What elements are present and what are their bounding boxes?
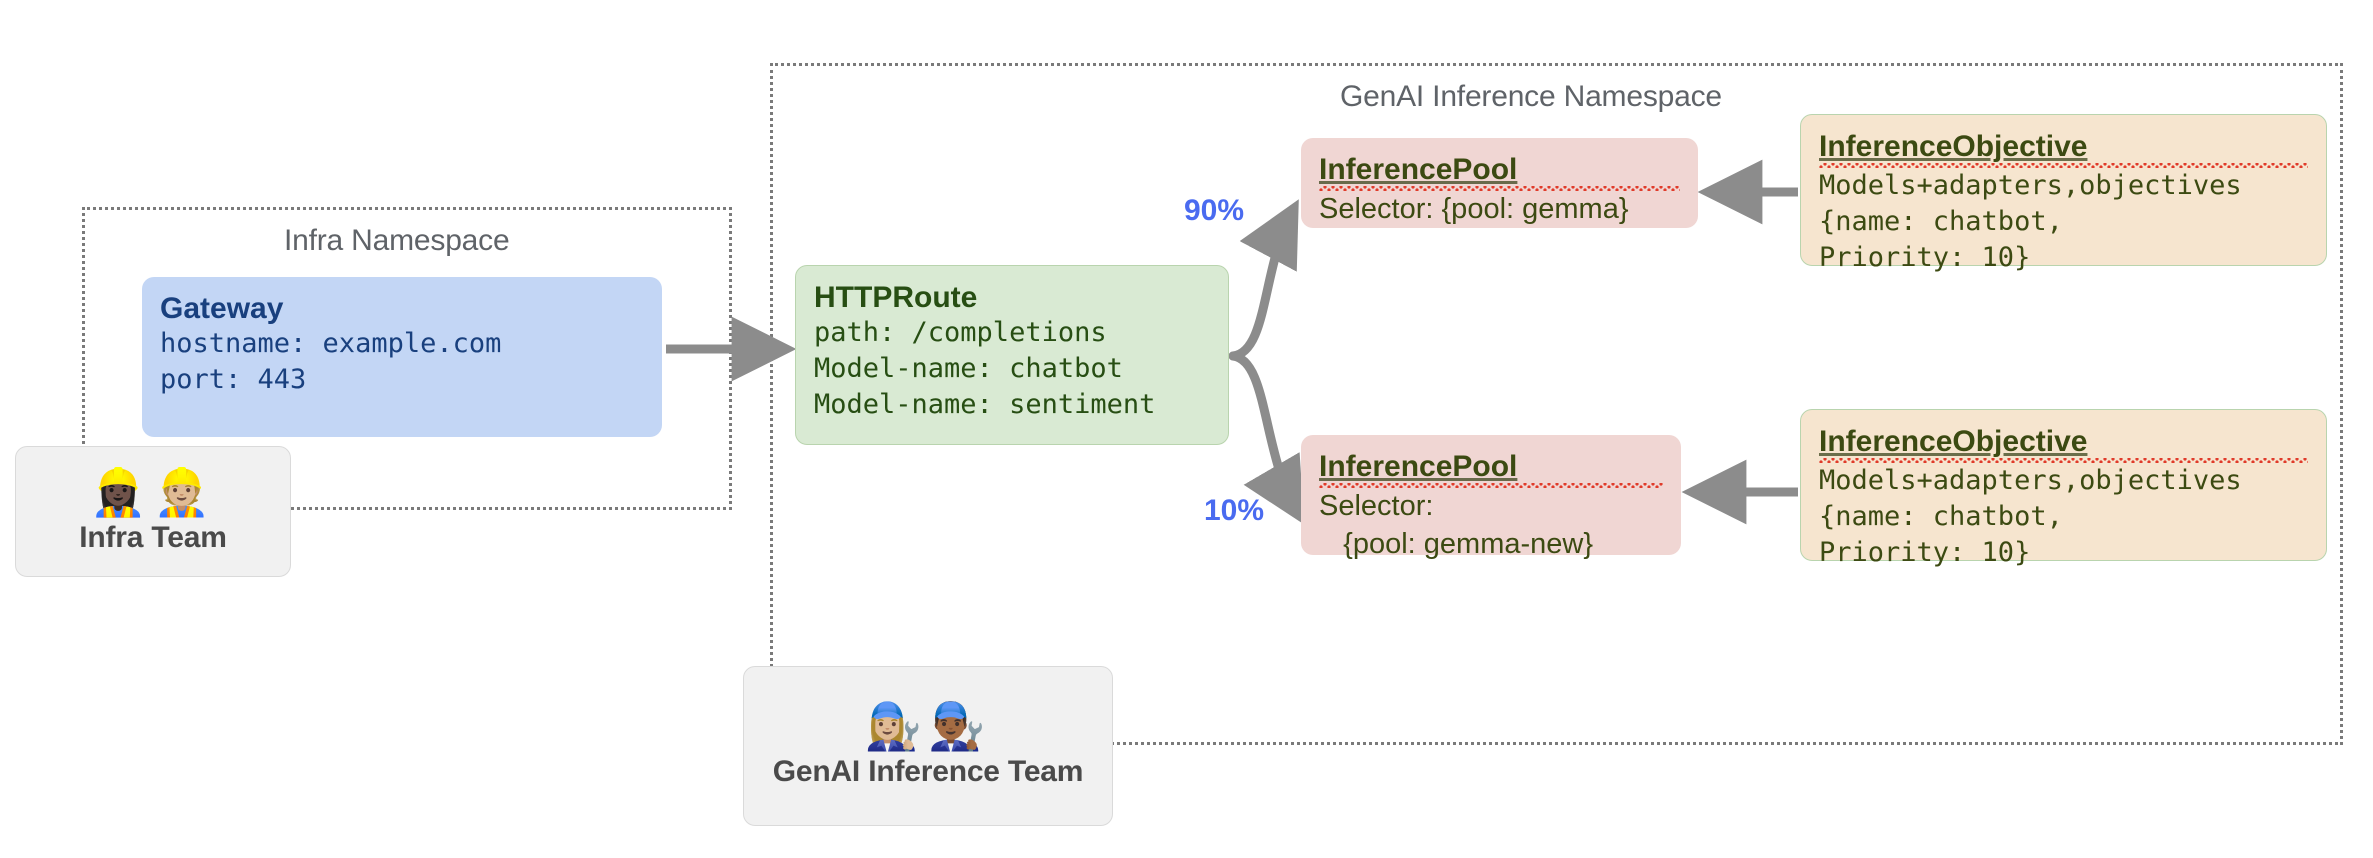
node-gateway[interactable]: Gateway hostname: example.com port: 443 bbox=[142, 277, 662, 437]
node-httproute-line-1: Model-name: chatbot bbox=[814, 353, 1123, 385]
node-httproute[interactable]: HTTPRoute path: /completions Model-name:… bbox=[795, 265, 1229, 445]
node-httproute-title: HTTPRoute bbox=[814, 281, 978, 314]
team-card-genai-label: GenAI Inference Team bbox=[772, 755, 1084, 788]
node-inferenceobjective-2-line-1: {name: chatbot, bbox=[1819, 501, 2063, 533]
team-card-infra-label: Infra Team bbox=[79, 520, 227, 554]
traffic-split-label-90: 90% bbox=[1184, 194, 1245, 227]
node-inferenceobjective-1-line-2: Priority: 10} bbox=[1819, 241, 2031, 273]
node-inferenceobjective-2-title: InferenceObjective bbox=[1819, 425, 2088, 458]
node-inferencepool-gemma-new-title: InferencePool bbox=[1319, 450, 1518, 483]
node-inferencepool-gemma-new-line-0: Selector: bbox=[1319, 490, 1434, 523]
spellcheck-underline-icon bbox=[1319, 186, 1680, 192]
mechanic-icon: 👩🏼‍🔧👨🏾‍🔧 bbox=[864, 700, 992, 752]
team-card-genai[interactable]: 👩🏼‍🔧👨🏾‍🔧 GenAI Inference Team bbox=[743, 666, 1113, 826]
spellcheck-underline-icon bbox=[1319, 483, 1663, 489]
node-inferenceobjective-1[interactable]: InferenceObjective Models+adapters,objec… bbox=[1800, 114, 2327, 273]
node-inferenceobjective-2-line-0: Models+adapters,objectives bbox=[1819, 465, 2242, 497]
node-inferencepool-gemma[interactable]: InferencePool Selector: {pool: gemma} bbox=[1301, 138, 1698, 228]
node-inferencepool-gemma-line-0: Selector: {pool: gemma} bbox=[1319, 193, 1629, 226]
spellcheck-underline-icon bbox=[1819, 163, 2308, 169]
node-inferenceobjective-1-title: InferenceObjective bbox=[1819, 130, 2088, 163]
node-gateway-line-0: hostname: example.com bbox=[160, 328, 502, 360]
construction-worker-icon: 👷🏿‍♀️👷🏼 bbox=[89, 465, 217, 518]
node-inferenceobjective-1-line-1: {name: chatbot, bbox=[1819, 206, 2063, 238]
traffic-split-label-10: 10% bbox=[1204, 494, 1265, 527]
node-inferenceobjective-1-line-0: Models+adapters,objectives bbox=[1819, 170, 2242, 202]
node-gateway-title: Gateway bbox=[160, 292, 284, 325]
spellcheck-underline-icon bbox=[1819, 458, 2308, 464]
node-inferenceobjective-2-line-2: Priority: 10} bbox=[1819, 536, 2031, 568]
node-inferencepool-gemma-new[interactable]: InferencePool Selector: {pool: gemma-new… bbox=[1301, 435, 1681, 560]
node-httproute-line-2: Model-name: sentiment bbox=[814, 388, 1156, 420]
namespace-label-genai: GenAI Inference Namespace bbox=[1340, 80, 1722, 113]
node-gateway-line-1: port: 443 bbox=[160, 364, 307, 396]
node-inferencepool-gemma-new-line-1: {pool: gemma-new} bbox=[1319, 527, 1594, 560]
team-card-infra[interactable]: 👷🏿‍♀️👷🏼 Infra Team bbox=[15, 446, 291, 577]
namespace-boundary-infra bbox=[82, 207, 732, 510]
node-inferencepool-gemma-title: InferencePool bbox=[1319, 153, 1518, 186]
node-httproute-line-0: path: /completions bbox=[814, 317, 1107, 349]
node-inferenceobjective-2[interactable]: InferenceObjective Models+adapters,objec… bbox=[1800, 409, 2327, 568]
namespace-label-infra: Infra Namespace bbox=[284, 224, 510, 257]
namespace-boundary-genai bbox=[770, 63, 2343, 745]
